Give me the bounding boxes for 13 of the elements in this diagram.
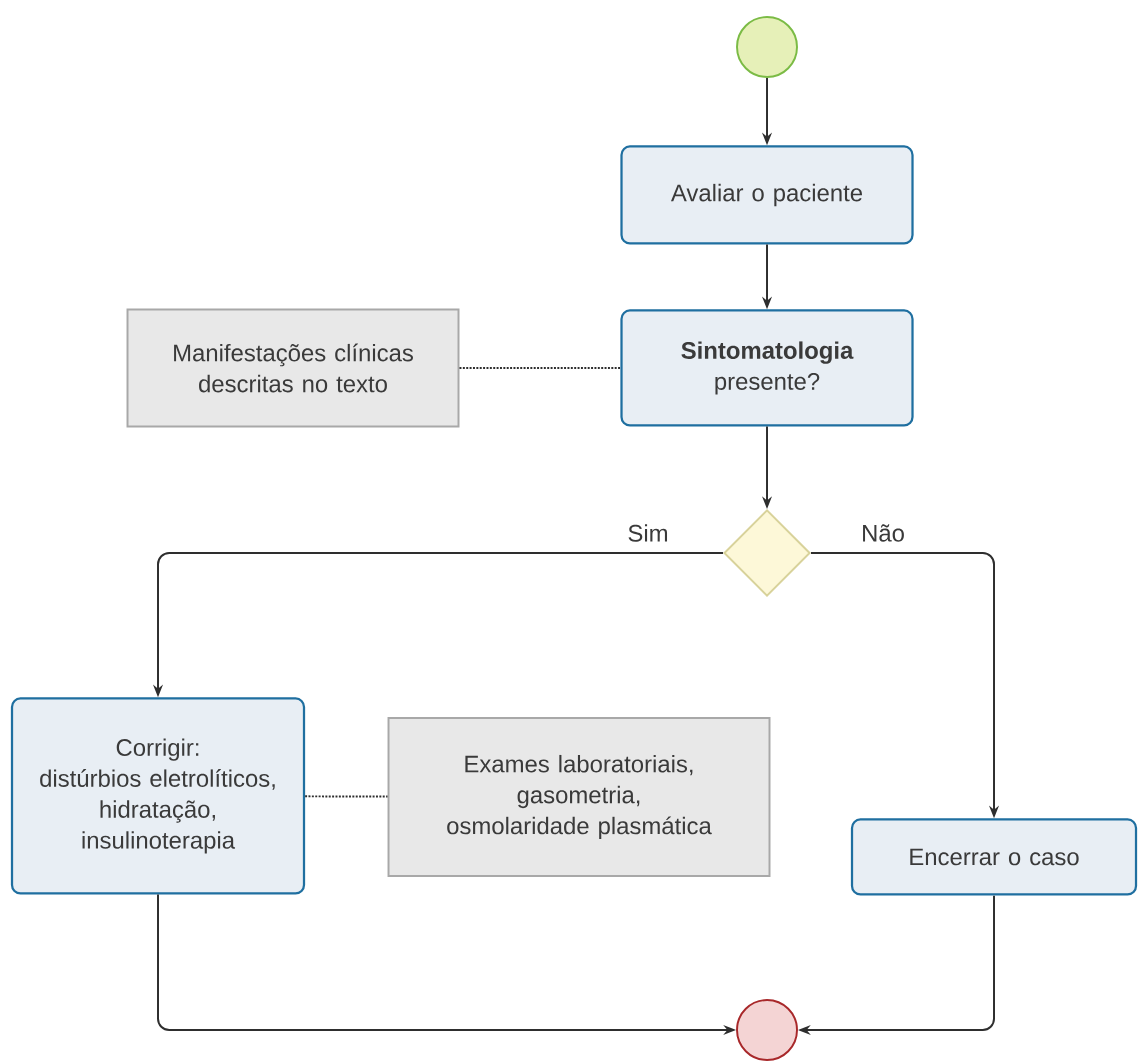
note-box: Exames laboratoriais, gasometria, osmolaridade plasmática (387, 717, 771, 877)
start-circle (736, 16, 798, 78)
process-box: Sintomatologia presente? (620, 309, 914, 427)
connector-line (458, 367, 622, 369)
connector-line (304, 795, 389, 798)
note-box: Manifestações clínicas descritas no texto (126, 308, 460, 428)
process-box: Encerrar o caso (850, 818, 1138, 896)
process-box: Avaliar o paciente (620, 145, 914, 245)
edge-label: Sim (624, 521, 672, 545)
edge-label: Não (858, 521, 908, 545)
end-circle (736, 999, 798, 1061)
process-box: Corrigir: distúrbios eletrolíticos, hidratação, insulinoterapia (10, 697, 306, 895)
decision-diamond (723, 509, 811, 597)
